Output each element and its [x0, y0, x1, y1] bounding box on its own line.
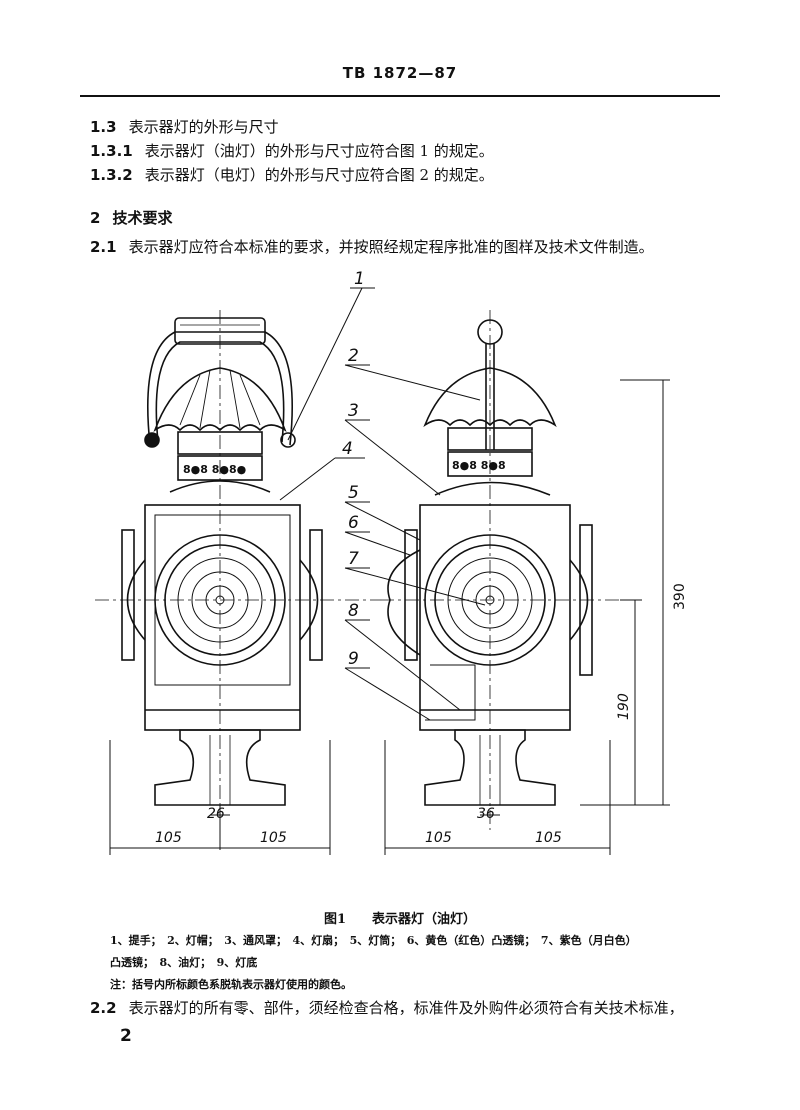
section-number: 2.2: [90, 999, 117, 1017]
section-text: 表示器灯（电灯）的外形与尺寸应符合图 2 的规定。: [144, 166, 494, 184]
svg-text:8●8 8●8●: 8●8 8●8●: [183, 463, 246, 476]
callout-4: 4: [342, 439, 353, 459]
section-number: 1.3: [90, 118, 117, 136]
callout-leaders: [279, 287, 486, 721]
section-number: 2.1: [90, 238, 117, 256]
section-text: 表示器灯的外形与尺寸: [128, 118, 279, 136]
section-text: 表示器灯（油灯）的外形与尺寸应符合图 1 的规定。: [144, 142, 494, 160]
page-number: 2: [120, 1026, 132, 1046]
document-header: TB 1872—87: [342, 64, 458, 82]
figure-legend-line-1: 1、提手； 2、灯帽； 3、通风罩； 4、灯扇； 5、灯筒； 6、黄色（红色）凸…: [110, 934, 637, 947]
section-number: 1.3.1: [90, 142, 133, 160]
section-1-3: 1.3 表示器灯的外形与尺寸: [90, 116, 279, 137]
callout-6: 6: [348, 513, 359, 533]
callout-2: 2: [348, 346, 359, 366]
dim-right-105-b: 105: [535, 830, 562, 846]
callout-5: 5: [348, 483, 359, 503]
svg-text:8●8 8●8: 8●8 8●8: [452, 459, 506, 472]
dimension-labels: 105 105 26 105 105 36 390 190: [155, 583, 688, 846]
dim-height-190: 190: [616, 693, 632, 720]
dimension-lines: [109, 379, 670, 855]
figure-legend-line-2: 凸透镜； 8、油灯； 9、灯底: [110, 956, 258, 969]
lamp-drawing-figure: 8●8 8●8● 8●8 8●8: [95, 270, 688, 855]
callout-1: 1: [354, 270, 365, 289]
dim-left-105-a: 105: [155, 830, 182, 846]
header-rule: [80, 95, 720, 97]
section-2-2: 2.2 表示器灯的所有零、部件，须经检查合格，标准件及外购件必须符合有关技术标准，: [90, 997, 684, 1018]
dim-base-26: 26: [207, 806, 225, 822]
section-text: 表示器灯的所有零、部件，须经检查合格，标准件及外购件必须符合有关技术标准，: [128, 999, 684, 1017]
callout-7: 7: [348, 549, 359, 569]
callout-8: 8: [348, 601, 359, 621]
section-heading: 技术要求: [112, 209, 173, 227]
section-1-3-2: 1.3.2 表示器灯（电灯）的外形与尺寸应符合图 2 的规定。: [90, 164, 494, 185]
figure-note: 注：括号内所标颜色系脱轨表示器灯使用的颜色。: [110, 978, 352, 991]
callout-3: 3: [348, 401, 359, 421]
dim-right-105-a: 105: [260, 830, 287, 846]
dim-height-390: 390: [672, 583, 688, 610]
dim-base-36: 36: [477, 806, 495, 822]
callout-9: 9: [348, 649, 359, 669]
section-2-1: 2.1 表示器灯应符合本标准的要求，并按照经规定程序批准的图样及技术文件制造。: [90, 236, 654, 257]
figure-caption: 图1 表示器灯（油灯）: [323, 912, 477, 927]
section-number: 1.3.2: [90, 166, 133, 184]
section-2: 2 技术要求: [90, 207, 172, 228]
dim-left-105-b: 105: [425, 830, 452, 846]
section-1-3-1: 1.3.1 表示器灯（油灯）的外形与尺寸应符合图 1 的规定。: [90, 140, 494, 161]
lamp-front-view: 8●8 8●8●: [95, 310, 380, 830]
section-text: 表示器灯应符合本标准的要求，并按照经规定程序批准的图样及技术文件制造。: [128, 238, 654, 256]
section-number: 2: [90, 209, 101, 227]
lamp-side-view: 8●8 8●8: [380, 310, 640, 830]
callout-labels: 1 2 3 4 5 6 7 8 9: [342, 270, 365, 669]
